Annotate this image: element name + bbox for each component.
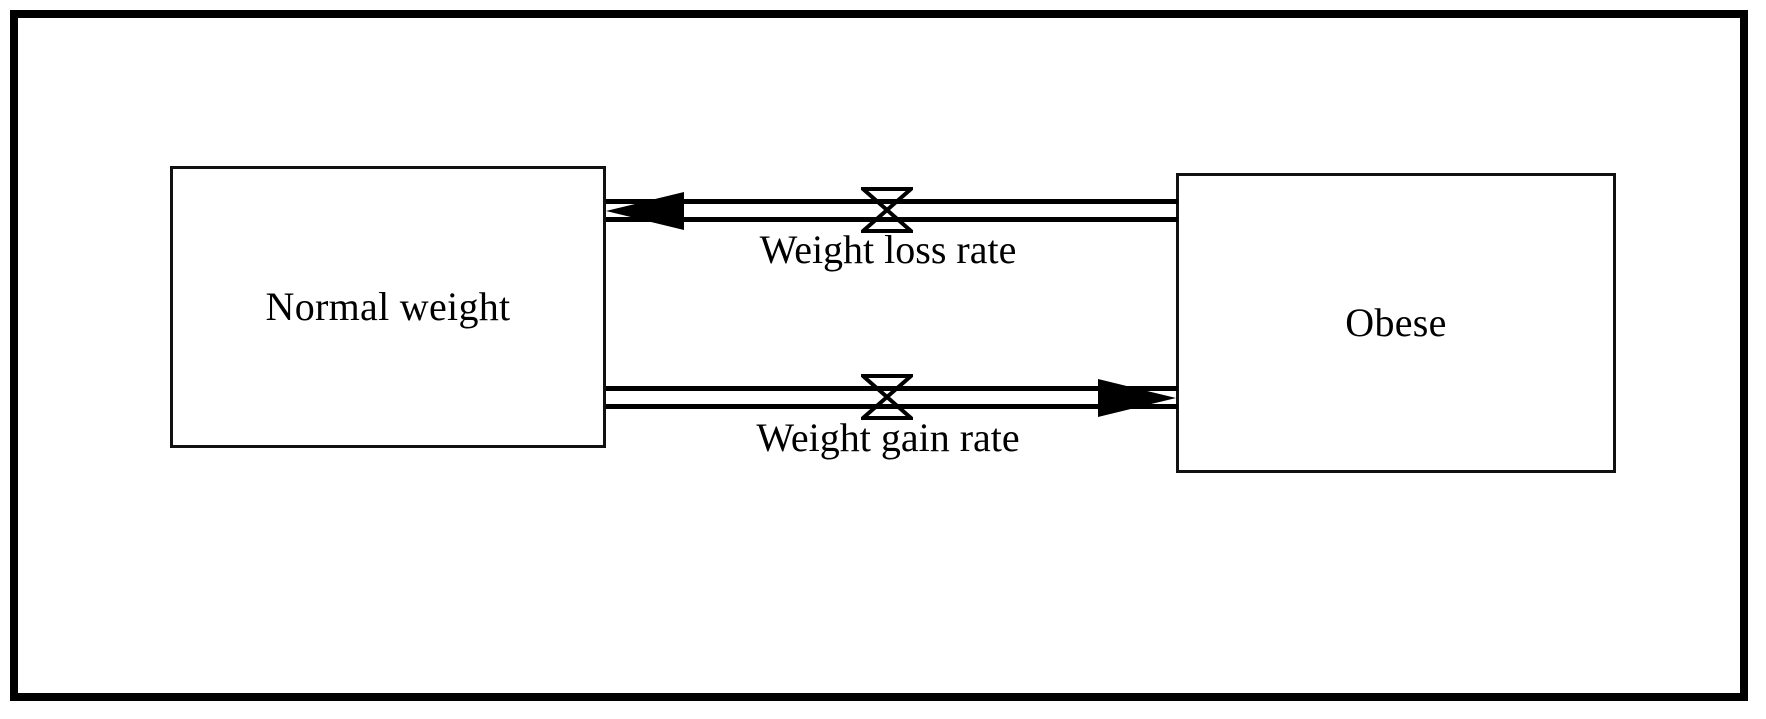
flow-pipe-weight-loss-rate[interactable]	[606, 199, 1178, 222]
flow-label-weight-loss-rate: Weight loss rate	[759, 227, 1017, 272]
arrow-right-icon	[1098, 379, 1176, 417]
flow-label-weight-gain-rate: Weight gain rate	[756, 415, 1020, 460]
stock-box-normal-weight[interactable]: Normal weight	[170, 166, 606, 448]
stock-box-obese[interactable]: Obese	[1176, 173, 1616, 473]
stock-label-normal-weight: Normal weight	[265, 284, 511, 329]
valve-icon-weight-loss-rate[interactable]	[861, 186, 913, 234]
hourglass-valve-glyph	[861, 374, 913, 420]
flow-pipe-weight-gain-rate[interactable]	[606, 386, 1178, 409]
hourglass-valve-glyph	[861, 187, 913, 233]
stock-label-obese: Obese	[1345, 300, 1447, 345]
valve-icon-weight-gain-rate[interactable]	[861, 373, 913, 421]
diagram-outer-frame: Normal weight Obese Weight loss rate Wei…	[10, 10, 1748, 701]
arrow-left-icon	[606, 192, 684, 230]
